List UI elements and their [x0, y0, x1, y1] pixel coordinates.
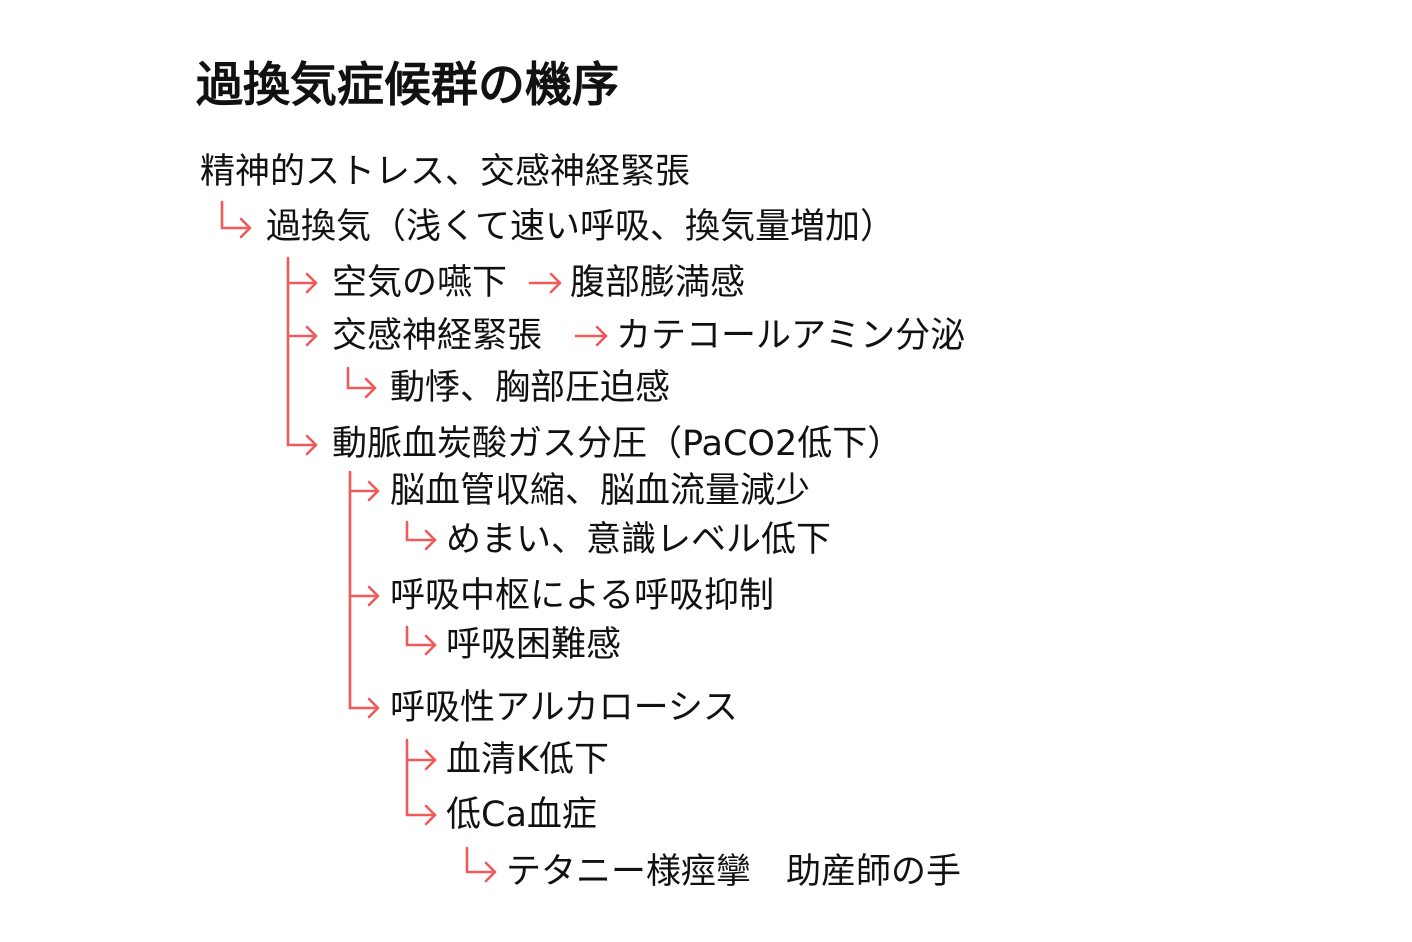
node-catecholamine: カテコールアミン分泌 [616, 316, 966, 356]
arrowhead-icon [424, 634, 437, 656]
arrowhead-icon [595, 325, 608, 347]
node-dyspnea: 呼吸困難感 [446, 625, 622, 665]
arrowhead-icon [424, 749, 437, 771]
arrowhead-icon [424, 804, 437, 826]
connector-elbow-icon [220, 200, 252, 230]
arrowhead-icon [367, 697, 380, 719]
node-hypokalemia: 血清K低下 [446, 740, 609, 780]
node-dizziness: めまい、意識レベル低下 [446, 520, 832, 560]
node-psychological-stress: 精神的ストレス、交感神経緊張 [200, 152, 691, 192]
node-palpitation: 動悸、胸部圧迫感 [390, 368, 671, 408]
connector-elbow-icon [405, 520, 437, 542]
connector-elbow-icon [465, 846, 497, 874]
arrowhead-icon [424, 529, 437, 551]
arrowhead-icon [367, 480, 380, 502]
node-abdominal-distension: 腹部膨満感 [570, 263, 746, 303]
arrowhead-icon [364, 377, 377, 399]
diagram-title: 過換気症候群の機序 [196, 58, 619, 113]
node-sympathetic-tension: 交感神経緊張 [332, 316, 543, 356]
connector-elbow-icon [346, 366, 377, 390]
node-cerebral-vasoconstriction: 脳血管収縮、脳血流量減少 [390, 471, 811, 511]
arrowhead-icon [305, 434, 318, 456]
node-paco2-decrease: 動脈血炭酸ガス分圧（PaCO2低下） [332, 424, 903, 464]
node-tetany: テタニー様痙攣 助産師の手 [506, 852, 962, 892]
node-air-swallowing: 空気の嚥下 [332, 263, 508, 303]
arrowhead-icon [305, 325, 318, 347]
node-respiratory-suppression: 呼吸中枢による呼吸抑制 [390, 576, 774, 616]
arrowhead-icon [305, 272, 318, 294]
connector-elbow-icon [405, 625, 437, 647]
arrowhead-icon [239, 217, 252, 239]
node-hypocalcemia: 低Ca血症 [446, 795, 597, 835]
node-hyperventilation: 過換気（浅くて速い呼吸、換気量増加） [266, 207, 895, 247]
arrowhead-icon [549, 272, 562, 294]
arrowhead-icon [367, 585, 380, 607]
node-respiratory-alkalosis: 呼吸性アルカローシス [390, 688, 738, 728]
arrowhead-icon [484, 861, 497, 883]
